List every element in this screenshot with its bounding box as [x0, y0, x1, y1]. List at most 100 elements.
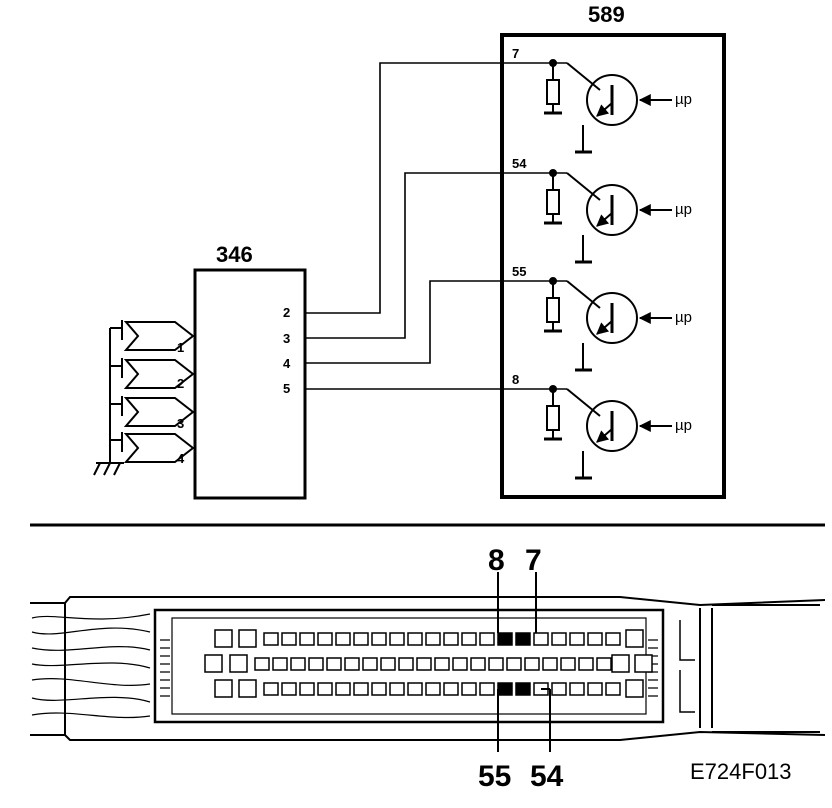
cavity [479, 632, 495, 646]
output-stage-54: 54 µp [512, 156, 692, 264]
cavity [569, 632, 585, 646]
module-589-pin-55: 55 [512, 264, 526, 279]
cavity-large [611, 654, 630, 673]
micro-input-label-8: µp [675, 417, 692, 434]
cavity [470, 657, 486, 671]
cavity [353, 632, 369, 646]
output-stage-55: 55 µp [512, 264, 692, 372]
cavity [425, 632, 441, 646]
cavity [587, 632, 603, 646]
cavity [596, 657, 612, 671]
callout-8: 8 [488, 544, 505, 577]
sensor-2: 2 [110, 358, 195, 391]
cavity [542, 657, 558, 671]
cavity [353, 682, 369, 696]
cavity [506, 657, 522, 671]
wire-pin2-to-7 [305, 62, 567, 314]
callout-54: 54 [530, 760, 564, 793]
cavity-highlighted [497, 682, 513, 696]
cavity [533, 632, 549, 646]
pin-cavities [204, 629, 653, 698]
cavity [362, 657, 378, 671]
cavity-large [229, 654, 248, 673]
cavity [335, 682, 351, 696]
cavity [488, 657, 504, 671]
cavity [371, 632, 387, 646]
cavity [425, 682, 441, 696]
module-589-pin-54: 54 [512, 156, 527, 171]
cavity [443, 682, 459, 696]
wire-pin4-to-55 [305, 280, 567, 364]
cavity [560, 657, 576, 671]
cavity [371, 682, 387, 696]
module-589-pin-7: 7 [512, 46, 519, 61]
cavity-large [238, 629, 257, 648]
cavity [407, 632, 423, 646]
module-589-pin-8: 8 [512, 372, 519, 387]
sensor-4-label: 4 [177, 451, 185, 466]
cavity [389, 682, 405, 696]
micro-input-label-54: µp [675, 201, 692, 218]
callout-7: 7 [525, 544, 542, 577]
cavity-highlighted [497, 632, 513, 646]
output-stage-8: 8 µp [512, 372, 692, 480]
sensor-group: 1 2 3 4 [93, 320, 195, 476]
cavity [587, 682, 603, 696]
callout-55: 55 [478, 760, 511, 793]
output-stage-7: 7 µp [512, 46, 692, 154]
sensor-2-label: 2 [177, 376, 184, 391]
cavity [461, 632, 477, 646]
cavity [389, 632, 405, 646]
cavity [335, 632, 351, 646]
cavity [326, 657, 342, 671]
cavity-large [214, 629, 233, 648]
cavity-large [238, 679, 257, 698]
cavity [605, 682, 621, 696]
sensor-3: 3 [110, 396, 195, 431]
sensor-1: 1 [110, 320, 195, 355]
cavity [569, 682, 585, 696]
cavity-highlighted [515, 682, 531, 696]
ground-icon [93, 462, 124, 476]
cavity-large [214, 679, 233, 698]
cavity [380, 657, 396, 671]
cavity [281, 682, 297, 696]
module-346-pin-3: 3 [283, 331, 290, 346]
cavity [290, 657, 306, 671]
module-589-label: 589 [588, 2, 625, 27]
cavity [551, 682, 567, 696]
micro-input-label-7: µp [675, 91, 692, 108]
cavity [299, 682, 315, 696]
cavity-large [625, 679, 644, 698]
sensor-1-label: 1 [177, 340, 184, 355]
figure-code: E724F013 [690, 759, 792, 784]
module-589: 589 7 µp 54 [500, 2, 726, 499]
cavity-highlighted [515, 632, 531, 646]
cavity [281, 632, 297, 646]
cavity [461, 682, 477, 696]
cavity [443, 632, 459, 646]
module-346-pin-4: 4 [283, 356, 291, 371]
cavity [308, 657, 324, 671]
module-346-label: 346 [216, 242, 253, 267]
sensor-4: 4 [110, 432, 195, 466]
cavity [479, 682, 495, 696]
cavity-large [204, 654, 223, 673]
cavity [524, 657, 540, 671]
cavity [299, 632, 315, 646]
micro-input-label-55: µp [675, 309, 692, 326]
module-346-pin-5: 5 [283, 381, 290, 396]
cavity [416, 657, 432, 671]
module-346: 346 2 3 4 5 [193, 242, 307, 500]
cavity [263, 632, 279, 646]
cavity [398, 657, 414, 671]
wires [305, 62, 567, 390]
cavity [317, 632, 333, 646]
callout-leaders [497, 572, 551, 752]
cavity [434, 657, 450, 671]
cavity [317, 682, 333, 696]
cavity [452, 657, 468, 671]
cavity [407, 682, 423, 696]
cavity-large [625, 629, 644, 648]
